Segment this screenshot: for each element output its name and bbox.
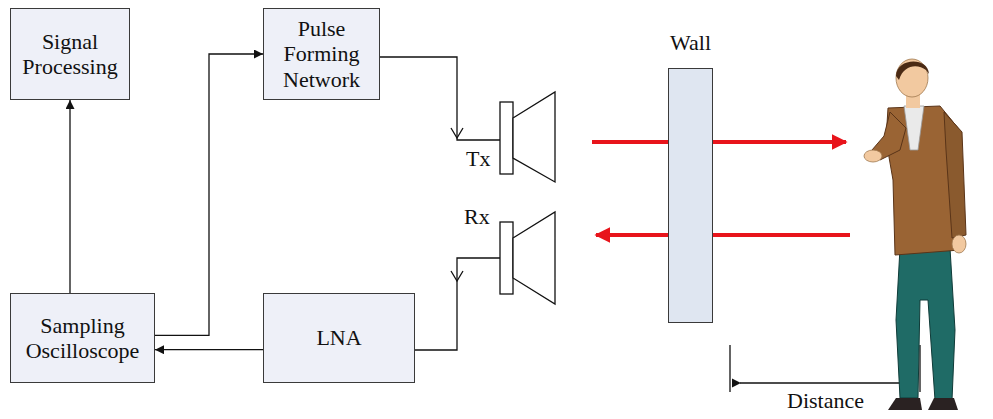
box-text: Signal Processing [19,29,121,80]
rx-antenna [500,212,555,304]
process-box: Pulse Forming Network [263,8,380,100]
process-box: Signal Processing [10,8,130,100]
distance-bracket [730,345,920,392]
person-figure [864,59,966,410]
tx-antenna [500,92,555,182]
wall-outline [668,68,713,323]
signal-connector [69,100,70,293]
amplifier-box: LNA [263,293,415,383]
wall-block: Wall [660,30,721,323]
instrument-box: Sampling Oscilloscope [10,293,155,383]
tx-wire [380,57,500,140]
port-label: Rx [464,204,490,229]
port-label: Tx [466,146,490,171]
signal-connector [155,54,263,335]
transmit-arrow [592,140,846,144]
signal-connector [155,349,263,350]
box-text: LNA [316,325,361,350]
box-text: Pulse Forming Network [272,16,371,92]
rx-wire [415,258,500,350]
wall-heading: Wall [660,30,721,55]
echo-arrow [596,233,850,237]
dimension-label: Distance [787,388,864,413]
box-text: Sampling Oscilloscope [19,313,146,364]
